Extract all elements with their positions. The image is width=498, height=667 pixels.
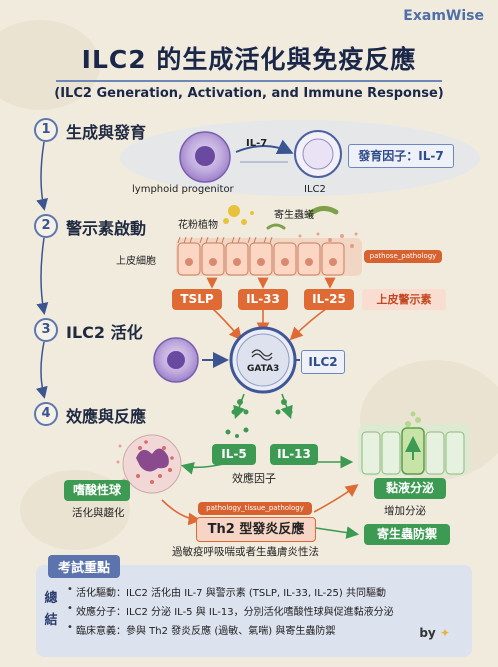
parasite-icon (266, 206, 339, 230)
page-subtitle: (ILC2 Generation, Activation, and Immune… (54, 86, 444, 101)
development-factor-box: 發育因子：IL-7 (348, 144, 454, 168)
signature-mark-icon: ✦ (439, 626, 450, 640)
author-signature: by ✦ (419, 626, 450, 640)
cytokine-il13: IL-13 (270, 444, 318, 465)
th2-inflammation-box: Th2 型發炎反應 (196, 517, 316, 542)
alarmin-il25: IL-25 (304, 289, 354, 310)
step-1-title: 生成與發育 (66, 123, 147, 142)
il7-arrow-label: IL-7 (246, 138, 268, 149)
alarmin-tslp: TSLP (172, 289, 222, 310)
brand-logo: ExamWise (403, 8, 484, 24)
eosinophil-caption: 活化與趨化 (72, 507, 125, 519)
step-4-number: 4 (34, 402, 58, 426)
pathology-tag: pathose_pathology (364, 250, 442, 263)
ilc2-activated-box: ILC2 (301, 350, 345, 374)
summary-side-char: 總 (44, 591, 58, 606)
summary-line-1: 活化驅動：ILC2 活化由 IL-7 與警示素 (TSLP, IL-33, IL… (67, 584, 386, 599)
step-2-title: 警示素啟動 (66, 219, 147, 238)
alarmin-il33: IL-33 (238, 289, 288, 310)
gata3-label: GATA3 (247, 364, 280, 374)
step-2-number: 2 (34, 214, 58, 238)
step-connector-arrows (35, 141, 49, 399)
summary-heading: 考試重點 (48, 555, 121, 578)
parasite-defense-label: 寄生蟲防禦 (364, 524, 450, 545)
progenitor-label: lymphoid progenitor (132, 184, 234, 195)
summary-line-2: 效應分子：ILC2 分泌 IL-5 與 IL-13，分別活化嗜酸性球與促進黏液分… (67, 603, 394, 618)
page-title: ILC2 的生成活化與免疫反應 (81, 45, 417, 74)
cytokine-il5: IL-5 (212, 444, 256, 465)
mucus-caption: 增加分泌 (384, 505, 426, 517)
th2-caption: 過敏疫呼吸喘或者生蟲膚炎性法 (172, 546, 319, 558)
pollen-label: 花粉植物 (178, 220, 218, 231)
signature-text: by (419, 626, 436, 640)
step-3-title: ILC2 活化 (66, 323, 143, 342)
step-4-title: 效應與反應 (66, 407, 147, 426)
cytokine-caption: 效應因子 (232, 472, 276, 485)
pollen-icon (223, 205, 254, 225)
paper-stain (0, 20, 100, 110)
eosinophil-label: 嗜酸性球 (64, 480, 130, 501)
parasite-label: 寄生蟲蟻 (274, 210, 314, 221)
tissue-pathology-tag: pathology_tissue_pathology (198, 502, 312, 515)
step-3-number: 3 (34, 318, 58, 342)
summary-line-3: 臨床意義：參與 Th2 發炎反應 (過敏、氣喘) 與寄生蟲防禦 (67, 622, 335, 637)
summary-side-label: 總 結 (42, 588, 60, 632)
mucus-secretion-label: 黏液分泌 (374, 478, 446, 499)
epithelium-label: 上皮細胞 (116, 256, 156, 267)
epithelium-layer (176, 232, 362, 276)
summary-side-char: 結 (44, 613, 58, 628)
goblet-cells (358, 411, 470, 476)
alarmin-box: 上皮警示素 (362, 289, 446, 310)
step-1-number: 1 (34, 118, 58, 142)
title-divider (56, 80, 442, 82)
ilc2-label: ILC2 (304, 184, 326, 195)
